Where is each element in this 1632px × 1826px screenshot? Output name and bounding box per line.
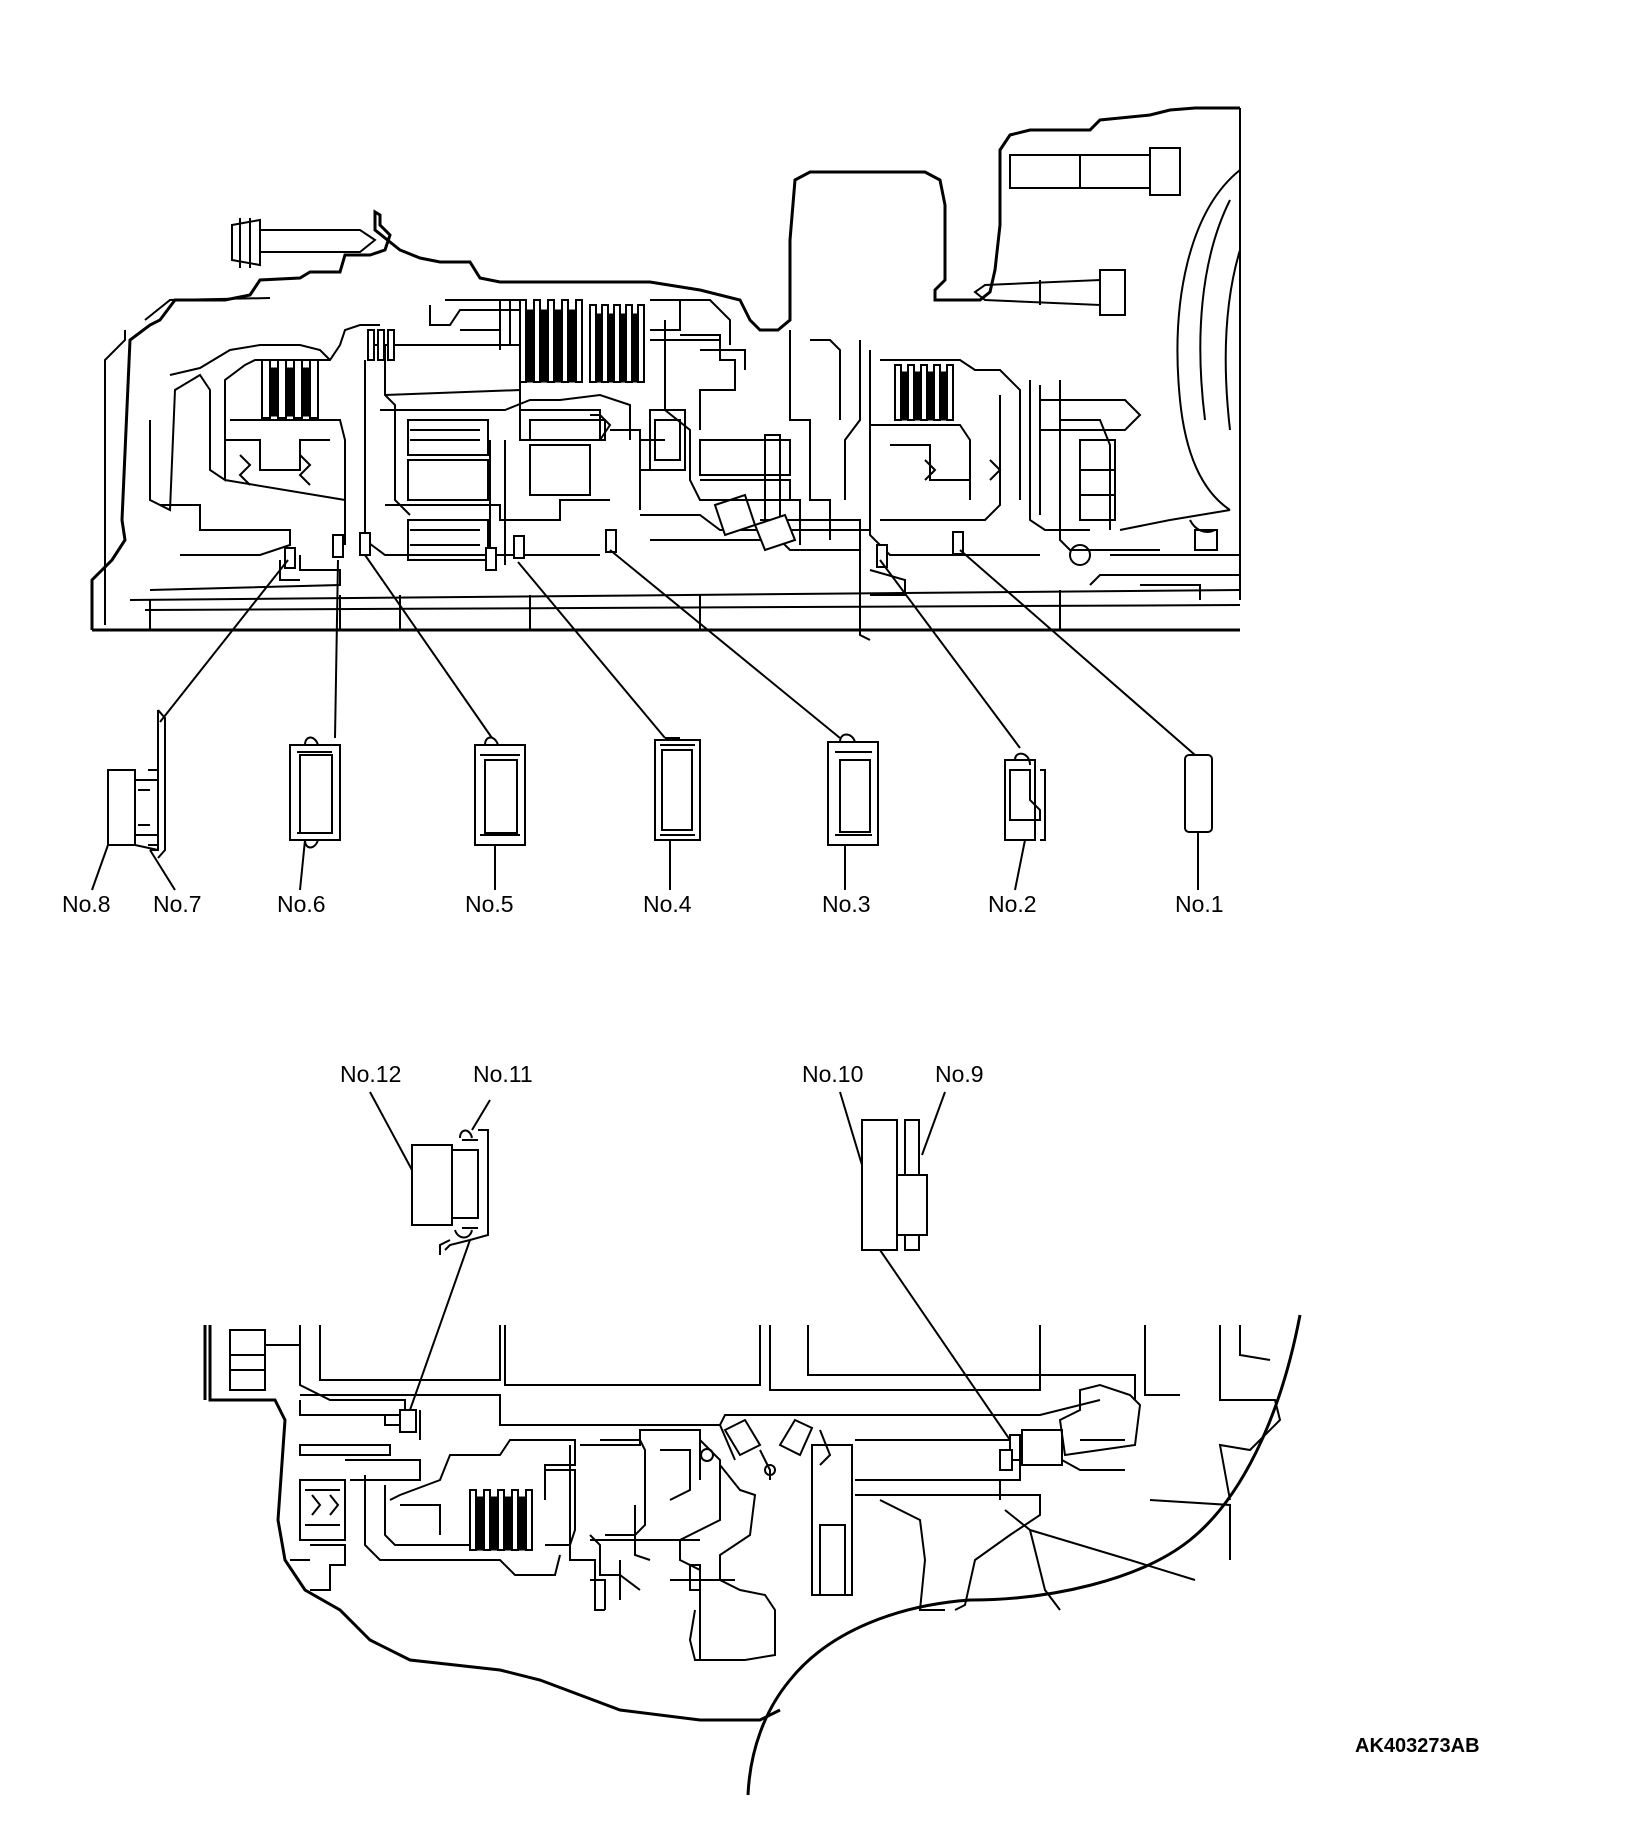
center-clutch-pack <box>429 299 731 383</box>
label-no1: No.1 <box>1175 891 1224 917</box>
planetary-gear-set <box>364 329 641 565</box>
bearing-no6-symbol <box>289 736 341 849</box>
label-no3: No.3 <box>822 891 871 917</box>
bearing-detail-symbols <box>91 709 1213 891</box>
bearing-no12-no11-symbol <box>369 1091 491 1255</box>
upper-labels: No.8 No.7 No.6 No.5 No.4 No.3 No.2 No.1 <box>62 891 1224 917</box>
label-no6: No.6 <box>277 891 326 917</box>
lower-labels: No.12 No.11 No.10 No.9 <box>340 1061 984 1087</box>
upper-cross-section <box>90 106 1241 756</box>
leader-lines-upper <box>159 549 1196 756</box>
label-no2: No.2 <box>988 891 1037 917</box>
label-no7: No.7 <box>153 891 202 917</box>
lower-cross-section <box>203 1314 1302 1796</box>
label-no9: No.9 <box>935 1061 984 1087</box>
bearing-no5-symbol <box>474 736 526 846</box>
bearing-no3-symbol <box>827 733 879 846</box>
bearing-no1-symbol <box>1184 754 1213 833</box>
bearing-no4-symbol <box>654 737 701 841</box>
bearing-no8-no7-symbol <box>107 709 166 859</box>
bearing-no10-no9-symbol <box>839 1091 946 1251</box>
label-no12: No.12 <box>340 1061 401 1087</box>
output-gear-area <box>640 320 870 570</box>
right-clutch-pack <box>869 350 1240 566</box>
lower-bearing-symbols <box>369 1091 1011 1441</box>
main-shaft <box>92 555 1241 641</box>
bearing-locations-upper <box>284 529 964 571</box>
bearing-no2-symbol <box>1004 752 1046 841</box>
label-no4: No.4 <box>643 891 692 917</box>
label-no5: No.5 <box>465 891 514 917</box>
figure-code: AK403273AB <box>1355 1735 1480 1757</box>
label-no8: No.8 <box>62 891 111 917</box>
label-no10: No.10 <box>802 1061 863 1087</box>
label-no11: No.11 <box>473 1061 533 1087</box>
left-clutch-pack <box>149 324 380 556</box>
